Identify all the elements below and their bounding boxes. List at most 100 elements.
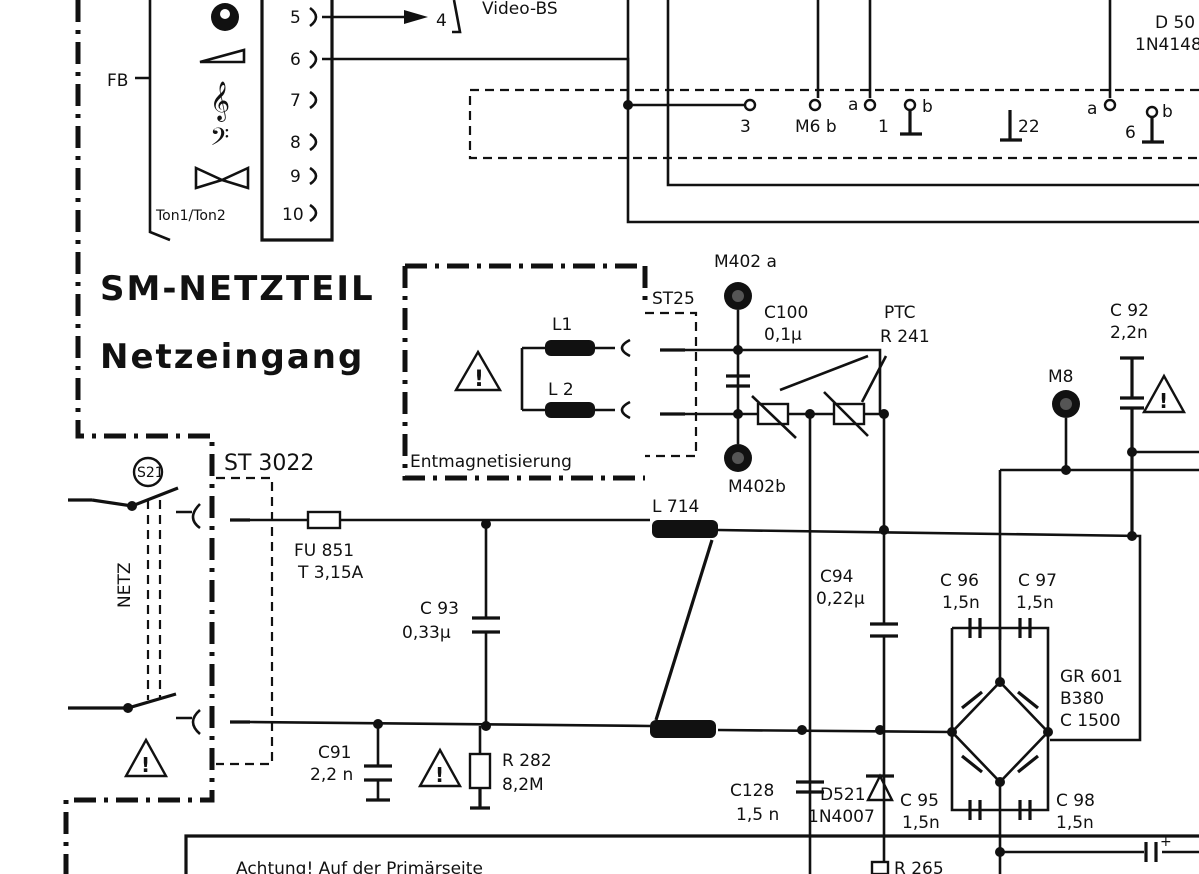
balance-icon [194,165,250,190]
c92-value: 2,2n [1110,323,1148,343]
fb-connector-block [135,0,334,242]
terminal-1: 1 [878,117,889,137]
degauss-wire-top [685,348,882,414]
treble-clef-icon: 𝄞 [210,81,230,122]
l714-label: L 714 [652,497,699,517]
capacitor-c94: C94 0,22µ [816,414,898,874]
c128-label: C128 [730,781,774,801]
warning-icon: ! [417,747,463,788]
d521-type: 1N4007 [808,807,875,827]
choke-l714: L 714 [650,497,718,738]
entmag-label: Entmagnetisierung [410,452,572,472]
fu851-label: FU 851 [294,541,354,561]
c91-value: 2,2 n [310,765,353,785]
svg-text:𝄞: 𝄞 [210,81,230,122]
warning-icon: ! [1141,373,1187,414]
c100-value: 0,1µ [764,325,802,345]
module-border [63,0,648,874]
electrolytic-capacitor: + [1000,834,1199,862]
c98-label: C 98 [1056,791,1095,811]
capacitor-c98: C 98 1,5n [1018,791,1095,833]
c93-label: C 93 [420,599,459,619]
st3022-outline [216,476,274,766]
main-vertical-wire [626,0,1199,224]
c97-value: 1,5n [1016,593,1054,613]
svg-text:!: ! [474,367,484,392]
terminal-b2: b [1162,102,1173,122]
resistor-r265: R 265 [870,859,944,874]
pin-label: 7 [290,91,301,111]
fb-label: FB [107,71,128,91]
m402-test-points: M402 a M402b [714,252,786,497]
board-outline [468,88,1199,160]
bridge-rectifier-gr601: GR 601 B380 C 1500 [947,667,1123,787]
m402b-label: M402b [728,477,786,497]
connector-pin-5: 5 [290,6,318,28]
bridge-caps-frame [950,626,1050,874]
video-bs-signal: 4 Video-BS [322,0,558,34]
connector-pin-7: 7 [290,90,318,111]
terminal-m6b: M6 b [795,117,837,137]
capacitor-c95: C 95 1,5n [900,791,982,833]
c96-value: 1,5n [942,593,980,613]
capacitor-c128: C128 1,5 n [730,780,824,825]
capacitor-c96: C 96 1,5n [940,571,982,638]
c128-value: 1,5 n [736,805,779,825]
c91-label: C91 [318,743,352,763]
svg-text:+: + [1160,834,1172,850]
svg-text:!: ! [141,753,150,777]
svg-text:!: ! [435,763,444,787]
connector-pin-8: 8 [290,132,318,153]
connector-pin-6: 6 [290,49,318,70]
fuse-fu851: FU 851 T 3,15A [294,510,364,583]
l2-label: L 2 [548,380,574,400]
warning-icon: ! [123,737,169,778]
wire-2 [666,0,1199,187]
volume-wedge-icon [199,48,246,64]
c93-value: 0,33µ [402,623,451,643]
terminal-b: b [922,97,933,117]
pin-label: 10 [282,205,304,225]
c100-label: C100 [764,303,808,323]
gr601-label: GR 601 [1060,667,1123,687]
c95-value: 1,5n [902,813,940,833]
terminal-6: 6 [1125,123,1136,143]
diode-d521: D521 1N4007 [808,773,894,827]
svg-text:𝄢: 𝄢 [210,123,229,158]
capacitor-c97: C 97 1,5n [1016,571,1057,638]
right-bus [998,450,1199,640]
colour-icon [211,3,239,31]
b380-label: B380 [1060,689,1104,709]
c97-label: C 97 [1018,571,1057,591]
c92-label: C 92 [1110,301,1149,321]
pin-label: 6 [290,50,301,70]
c95-label: C 95 [900,791,939,811]
pin-label: 9 [290,167,301,187]
m402a-label: M402 a [714,252,777,272]
c94-value: 0,22µ [816,589,865,609]
section-title: SM-NETZTEIL [100,269,375,309]
mains-switch-s21: S21 NETZ [68,456,201,735]
st3022-pins [230,518,250,724]
ptc-label: PTC [884,303,916,323]
terminal-a: a [848,95,858,115]
l1-label: L1 [552,315,572,335]
r282-label: R 282 [502,751,552,771]
st3022-label: ST 3022 [224,451,314,476]
m8-label: M8 [1048,367,1073,387]
capacitor-c93: C 93 0,33µ [402,524,500,726]
warning-icon: ! [453,349,503,392]
st25-label: ST25 [652,289,695,309]
section-subtitle: Netzeingang [100,337,364,377]
c96-label: C 96 [940,571,979,591]
terminal-a2: a [1087,99,1097,119]
pin6-wire [322,57,630,105]
phase-line [250,518,1142,742]
r241-label: R 241 [880,327,930,347]
bass-clef-icon: 𝄢 [210,123,229,158]
st25-outline [645,311,698,458]
c98-value: 1,5n [1056,813,1094,833]
d521-label: D521 [820,785,866,805]
pin-label: 5 [290,8,301,28]
